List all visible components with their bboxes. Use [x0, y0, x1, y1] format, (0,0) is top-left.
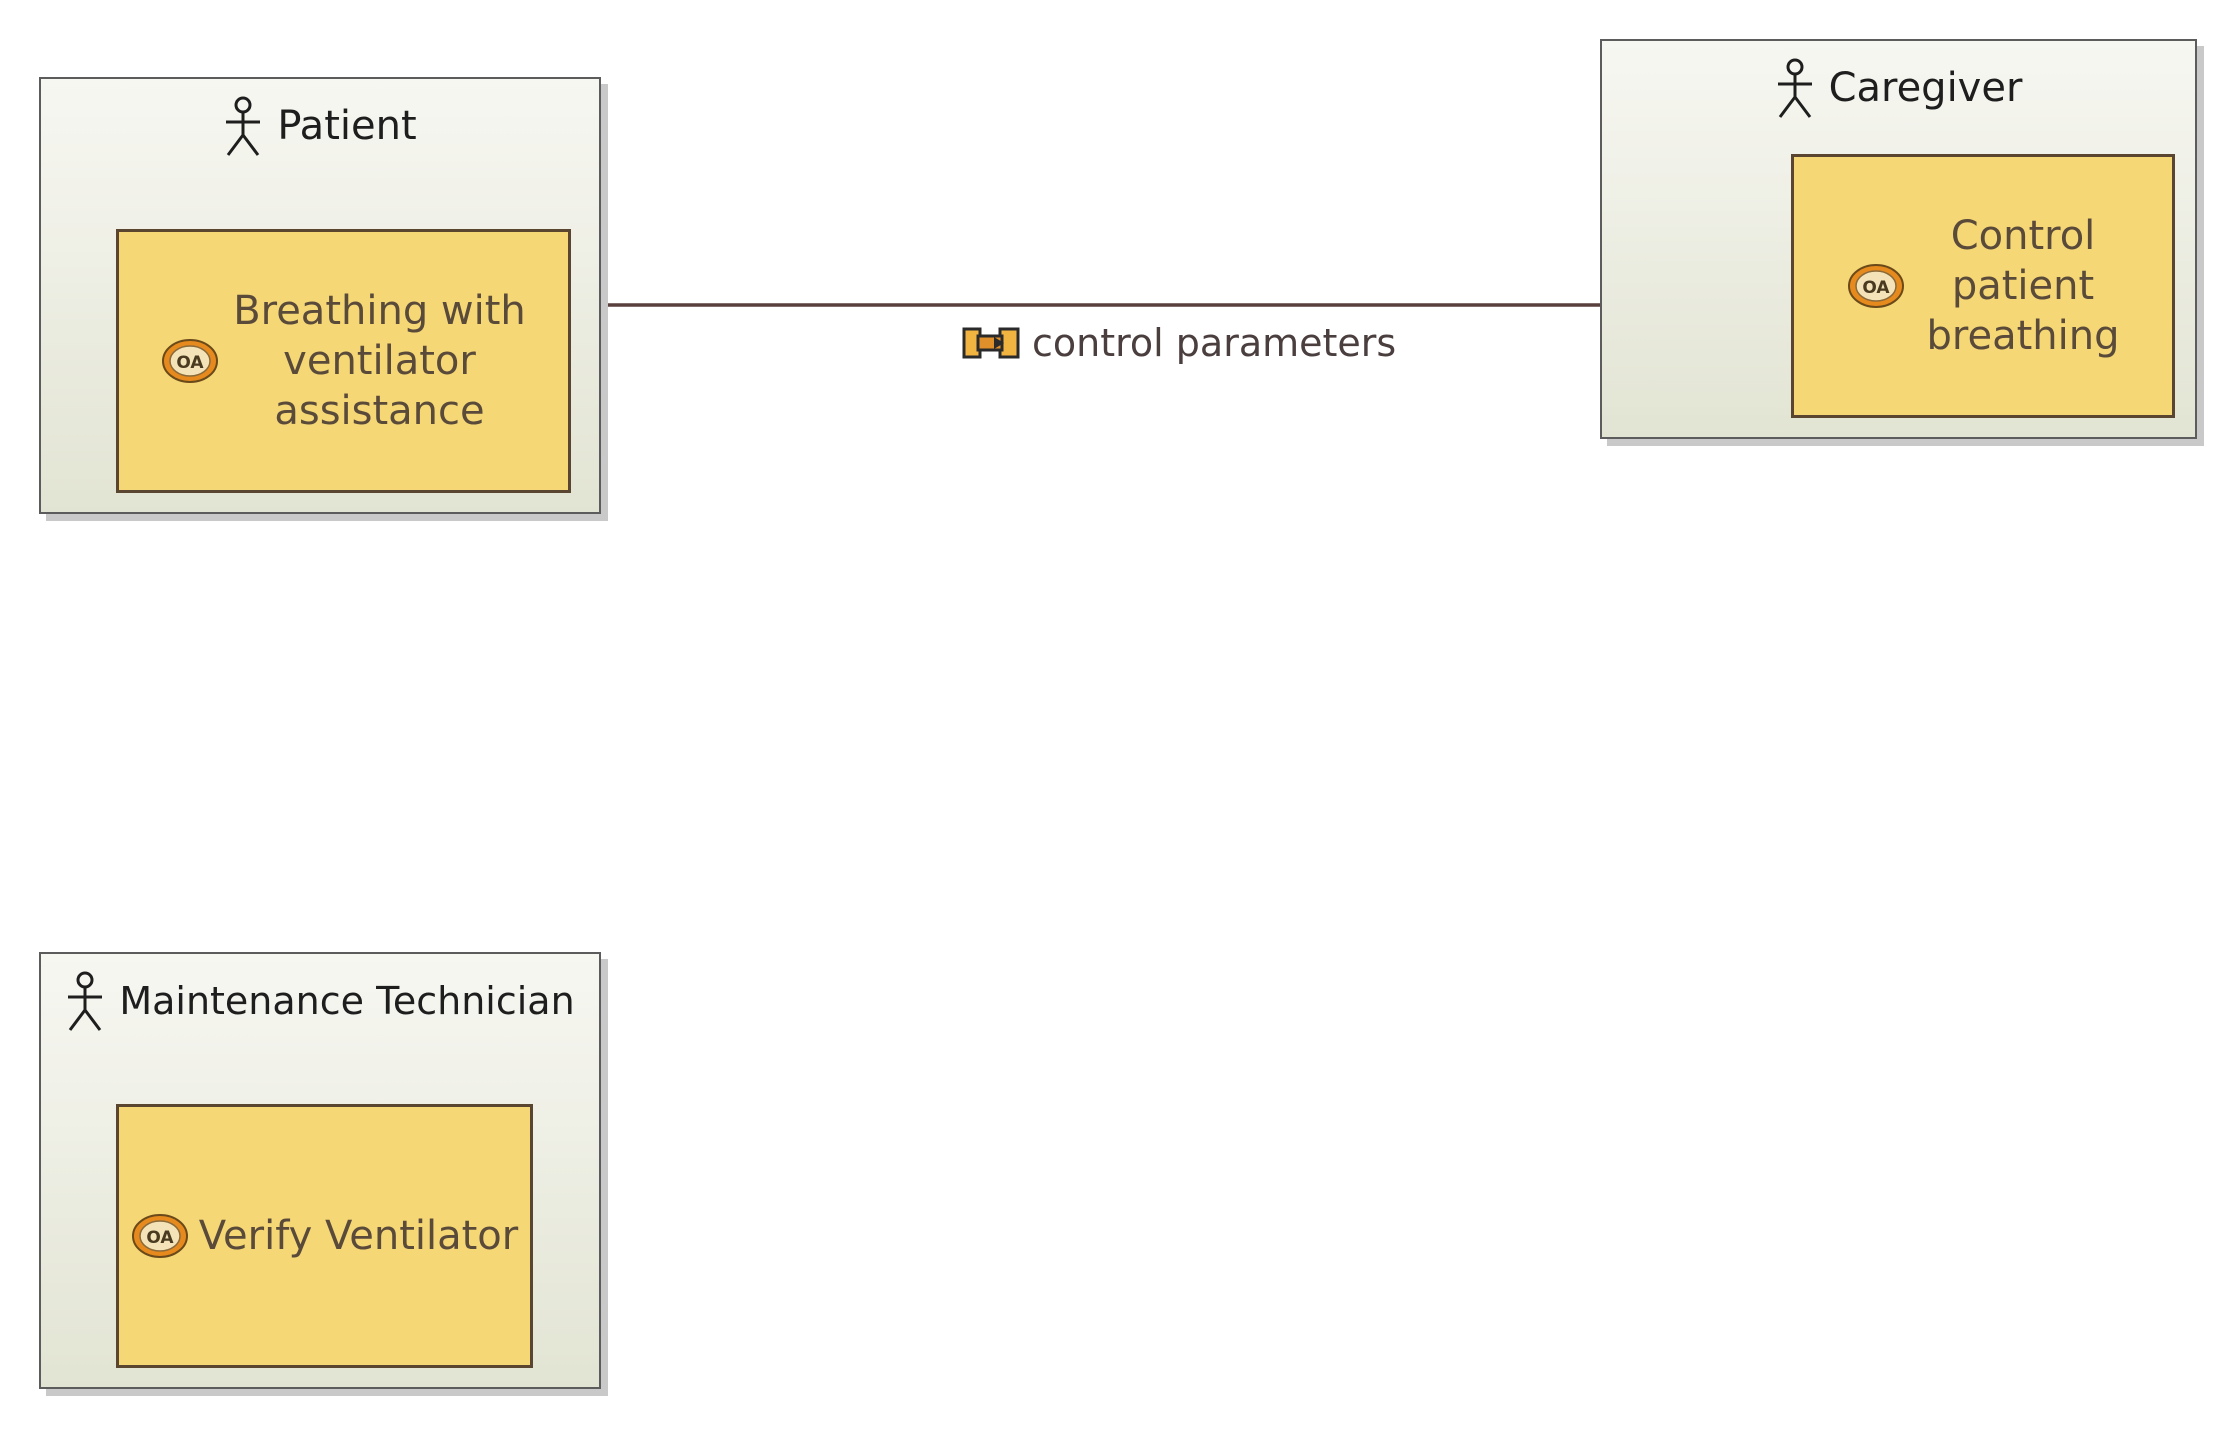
activity-label: Breathing with ventilator assistance	[233, 286, 526, 436]
operational-activity-icon: OA	[162, 339, 219, 383]
activity-label-line: Control	[1950, 213, 2096, 259]
badge-text: OA	[177, 353, 205, 373]
operational-activity-icon: OA	[1847, 264, 1904, 308]
actor-name: Patient	[277, 103, 417, 149]
activity-breathing-with-ventilator-assistance[interactable]: OA Breathing with ventilator assistance	[116, 229, 571, 493]
actor-patient-header: Patient	[41, 95, 599, 157]
activity-label-line: assistance	[274, 388, 485, 434]
actor-name: Maintenance Technician	[119, 979, 575, 1023]
interaction-icon	[962, 327, 1020, 359]
activity-label: Control patient breathing	[1927, 211, 2120, 361]
activity-label-line: Verify Ventilator	[198, 1213, 519, 1259]
actor-maintenance-technician[interactable]: Maintenance Technician OA Verify Ventila…	[39, 952, 601, 1389]
activity-label-line: Breathing with	[233, 288, 526, 334]
exchange-label-text: control parameters	[1032, 321, 1397, 365]
actor-patient[interactable]: Patient OA Breathing with ventilator ass…	[39, 77, 601, 514]
activity-label: Verify Ventilator	[199, 1211, 518, 1261]
stick-figure-icon	[226, 96, 261, 156]
activity-label-line: breathing	[1926, 313, 2120, 359]
actor-name: Caregiver	[1828, 65, 2023, 111]
activity-control-patient-breathing[interactable]: OA Control patient breathing	[1791, 154, 2175, 418]
activity-verify-ventilator[interactable]: OA Verify Ventilator	[116, 1104, 533, 1368]
badge-text: OA	[146, 1228, 174, 1248]
operational-activity-icon: OA	[131, 1214, 188, 1258]
actor-caregiver[interactable]: Caregiver OA Control patient breathing	[1600, 39, 2197, 439]
badge-text: OA	[1862, 278, 1890, 298]
actor-caregiver-header: Caregiver	[1602, 57, 2195, 119]
stick-figure-icon	[1777, 58, 1812, 118]
activity-label-line: ventilator	[283, 338, 476, 384]
actor-maintenance-technician-header: Maintenance Technician	[41, 970, 599, 1032]
exchange-label[interactable]: control parameters	[962, 318, 1396, 368]
stick-figure-icon	[68, 971, 103, 1031]
activity-label-line: patient	[1951, 263, 2095, 309]
